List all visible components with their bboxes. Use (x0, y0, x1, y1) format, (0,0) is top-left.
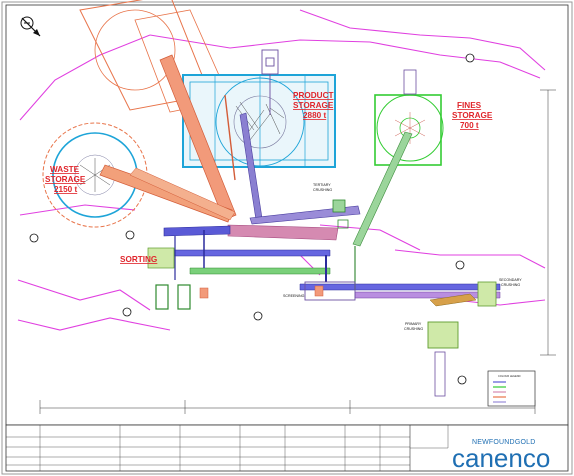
title-block (5, 424, 569, 472)
site-boundary (17, 9, 546, 331)
sorting-label: SORTING (120, 255, 157, 264)
fines-storage-building (374, 69, 444, 166)
tertiary-crushing-label: TERTIARY (313, 183, 331, 187)
primary-crushing-plant (427, 321, 459, 397)
product-storage-building (182, 74, 336, 168)
product-storage-capacity: 2880 t (303, 111, 326, 120)
colour-legend: COLOUR LEGEND (487, 370, 536, 407)
primary-crushing-label: PRIMARY (405, 322, 422, 326)
fines-storage-label: FINES (457, 101, 482, 110)
fines-storage-capacity: 700 t (460, 121, 479, 130)
secondary-crushing-label-line2: CRUSHING (501, 283, 520, 287)
waste-storage-label-line2: STORAGE (45, 175, 86, 184)
screening-label: SCREENING (283, 294, 305, 298)
waste-storage-label: WASTE (50, 165, 80, 174)
logo-top-text: NEWFOUNDGOLD (472, 439, 535, 446)
company-logo: NEWFOUNDGOLD canenco (452, 439, 550, 473)
tertiary-crushing-plant (332, 199, 349, 229)
legend-title: COLOUR LEGEND (498, 374, 521, 378)
stacker-tower (261, 49, 279, 115)
tertiary-crushing-label-line2: CRUSHING (313, 188, 332, 192)
logo-main-text: canenco (452, 443, 550, 473)
secondary-crushing-label: SECONDARY (499, 278, 522, 282)
product-storage-label: PRODUCT (293, 91, 333, 100)
screening-plant (304, 281, 356, 301)
waste-storage-capacity: 2150 t (54, 185, 77, 194)
section-markers (29, 53, 475, 385)
north-arrow-icon (20, 16, 41, 37)
product-storage-label-line2: STORAGE (293, 101, 334, 110)
stockpile-conveyors (99, 54, 237, 223)
fines-storage-label-line2: STORAGE (452, 111, 493, 120)
dimension-lines (39, 89, 556, 414)
primary-crushing-label-line2: CRUSHING (404, 327, 423, 331)
sorting-plant (147, 247, 209, 310)
secondary-crushing-plant (477, 281, 497, 307)
